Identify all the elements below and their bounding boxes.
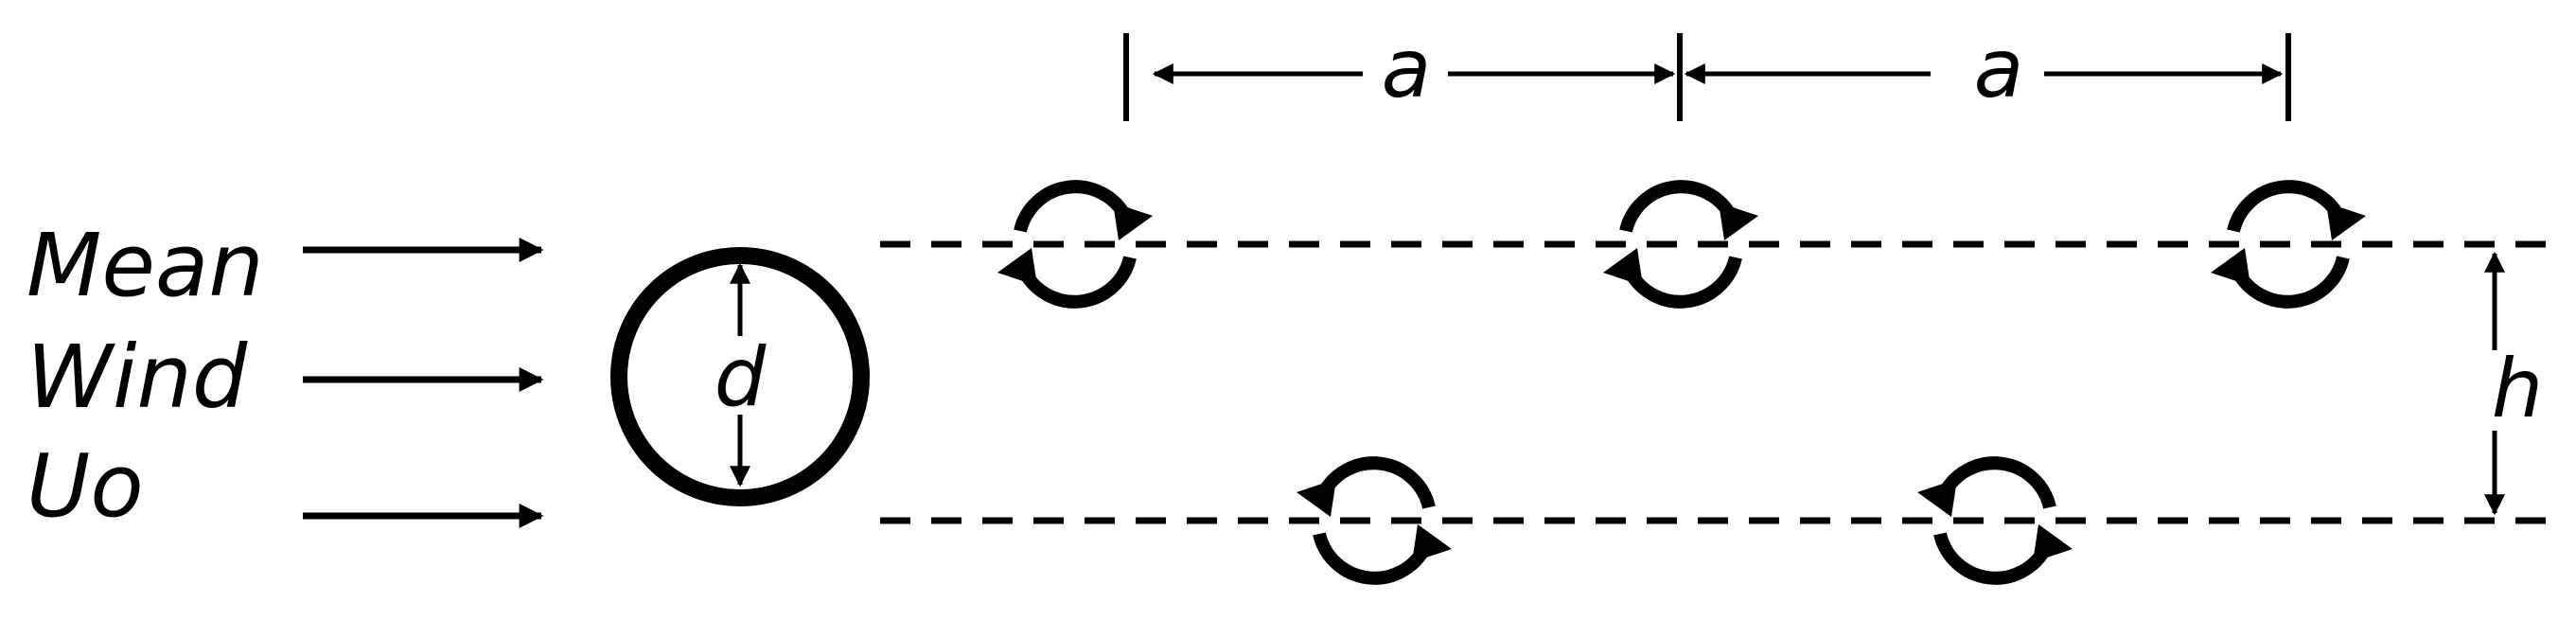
vortex-upper-2 — [1603, 180, 1758, 309]
row-separation-label: h — [2492, 342, 2544, 436]
vortex-lower-2 — [1917, 456, 2073, 585]
cylinder-diameter-label: d — [715, 330, 767, 425]
vortex-upper-3 — [2211, 180, 2366, 309]
wind-label-line-3: Uo — [26, 435, 144, 537]
wind-label-line-2: Wind — [26, 327, 248, 428]
spacing-1-label: a — [1382, 22, 1432, 116]
vortex-lower-1 — [1297, 456, 1452, 585]
spacing-2-label: a — [1974, 22, 2024, 116]
vortex-upper-1 — [997, 180, 1153, 309]
cylinder — [610, 247, 870, 506]
wind-label-line-1: Mean — [26, 215, 264, 316]
